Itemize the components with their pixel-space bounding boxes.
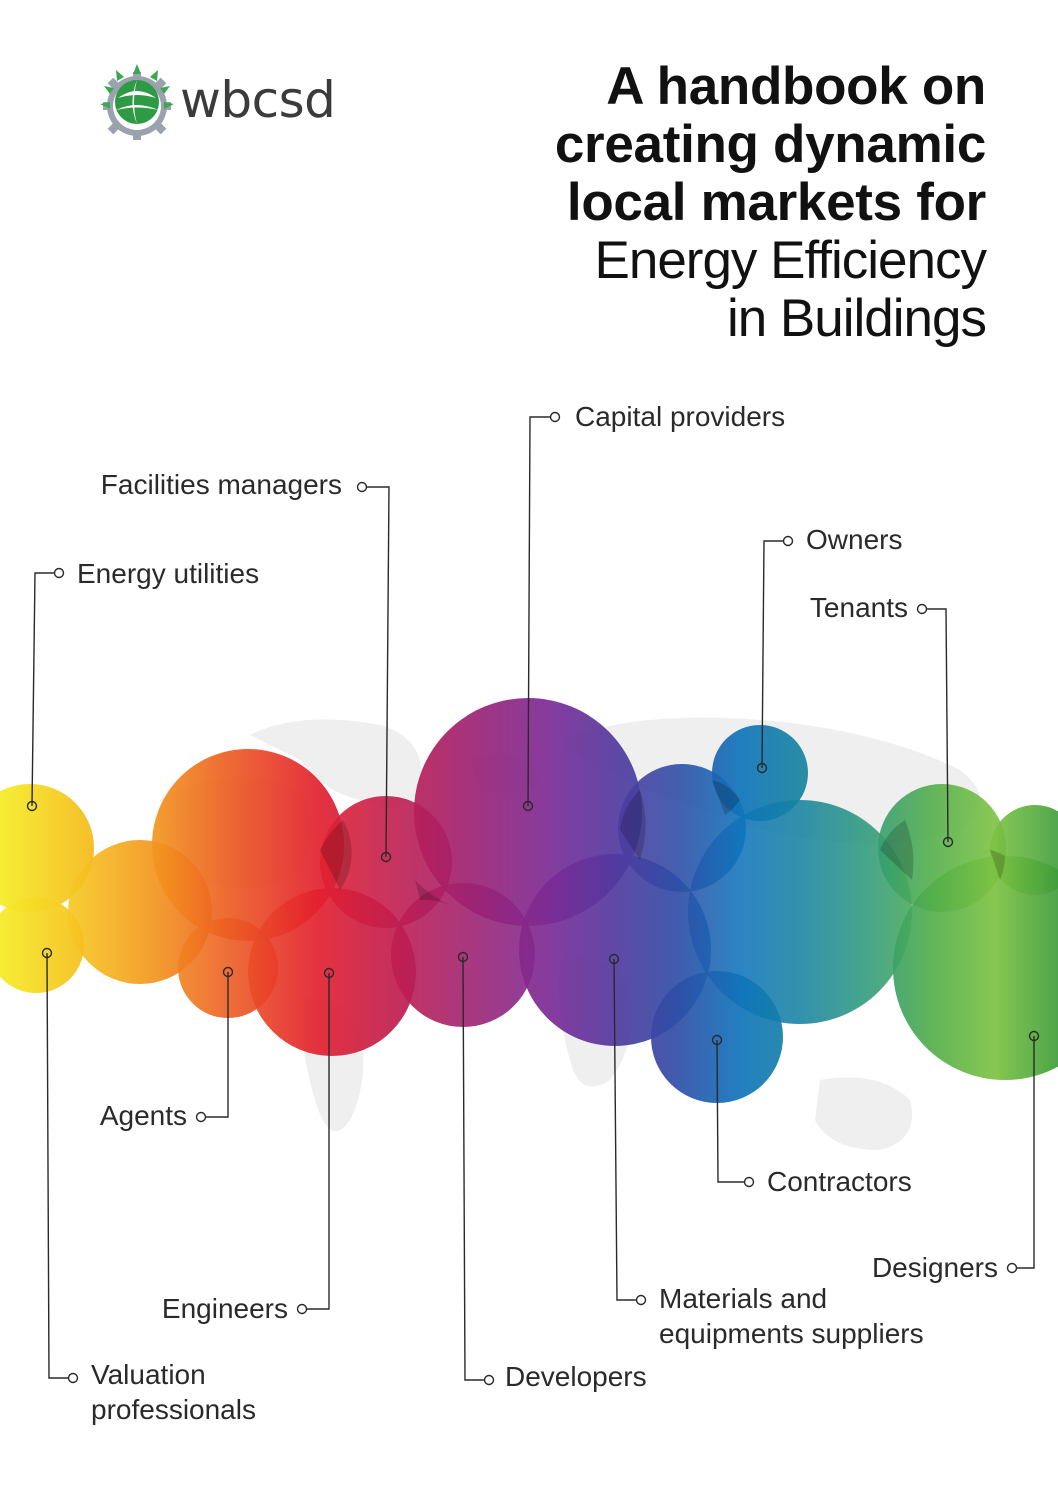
label-owners: Owners [806, 524, 903, 555]
label-line: Valuation [91, 1359, 206, 1390]
title-line: local markets for [566, 173, 986, 232]
label-engineers: Engineers [161, 1293, 288, 1324]
label-line: equipments suppliers [659, 1318, 924, 1349]
bubbles [0, 698, 1058, 1103]
bubble [248, 888, 416, 1056]
connector-lines [26, 411, 1040, 1386]
label-materials-suppliers: Materials and equipments suppliers [659, 1281, 924, 1351]
label-agents: Agents [99, 1100, 187, 1131]
bubble [712, 725, 808, 821]
bubble [0, 784, 94, 912]
globe-gear-leaf-icon [100, 64, 174, 140]
label-line: professionals [91, 1394, 256, 1425]
label-line: Materials and [659, 1283, 828, 1314]
subtitle-line: in Buildings [726, 289, 987, 348]
label-contractors: Contractors [767, 1166, 912, 1197]
bubble-overlaps [320, 780, 1005, 905]
document-title: A handbook on creating dynamic local mar… [366, 57, 988, 348]
bubble [688, 800, 912, 1024]
subtitle-line: Energy Efficiency [594, 231, 988, 290]
bubble [152, 749, 344, 941]
logo-text: wbcsd [180, 71, 336, 129]
label-developers: Developers [505, 1361, 647, 1392]
title-line: A handbook on [606, 57, 986, 116]
label-energy-utilities: Energy utilities [77, 558, 260, 589]
bubble [519, 854, 711, 1046]
label-valuation-professionals: Valuation professionals [91, 1357, 256, 1427]
bubble [0, 897, 84, 993]
bubble [893, 856, 1058, 1080]
label-capital-providers: Capital providers [575, 401, 786, 432]
wbcsd-logo: wbcsd [96, 62, 336, 144]
label-facilities-managers: Facilities managers [100, 469, 342, 500]
label-designers: Designers [871, 1252, 998, 1283]
title-line: creating dynamic [554, 115, 986, 174]
label-tenants: Tenants [809, 592, 908, 623]
